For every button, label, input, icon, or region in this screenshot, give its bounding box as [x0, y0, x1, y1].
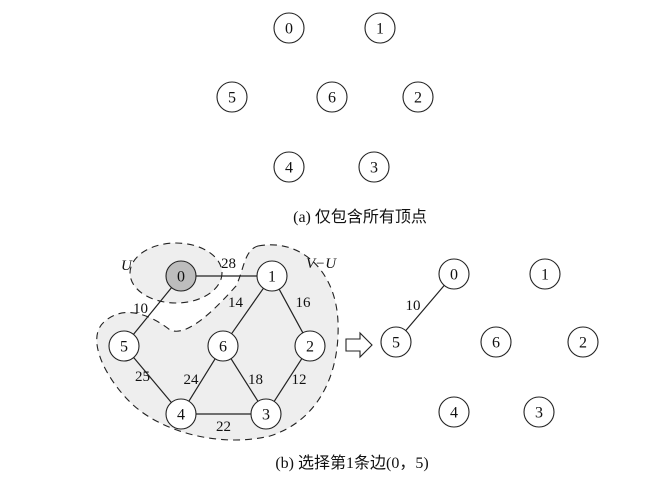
- graph-vertices-only: 0 1 5 6 2 4 3: [216, 12, 434, 183]
- caption-b: (b) 选择第1条边(0，5): [275, 454, 428, 472]
- b-right-vertex-label-4: 4: [450, 405, 458, 422]
- b-left-vertex-circle-1: [256, 260, 288, 292]
- b-left-vertex-circle-5: [108, 330, 140, 362]
- b-right-vertex-label-3: 3: [535, 405, 543, 422]
- b-right-vertex-6: 6: [480, 326, 512, 358]
- b-right-vertex-label-5: 5: [392, 335, 400, 352]
- b-left-edge-weight-1-6: 14: [228, 295, 244, 311]
- b-right-vertex-label-6: 6: [492, 335, 500, 352]
- b-left-edge-weight-0-1: 28: [221, 256, 236, 272]
- b-left-edge-weight-5-4: 25: [135, 369, 150, 385]
- b-left-vertex-2: 2: [294, 330, 326, 362]
- b-left-vertex-label-6: 6: [219, 339, 227, 356]
- b-left-edge-weight-0-5: 10: [133, 301, 148, 317]
- b-left-vertex-label-1: 1: [268, 269, 276, 286]
- a-vertex-circle-1: [364, 12, 396, 44]
- a-vertex-label-1: 1: [376, 21, 384, 38]
- b-left-vertex-circle-0: [165, 260, 197, 292]
- b-right-vertex-label-0: 0: [450, 267, 458, 284]
- b-left-edge-5-4: [133, 357, 172, 403]
- a-vertex-label-0: 0: [285, 21, 293, 38]
- b-left-edge-1-6: [231, 287, 264, 335]
- a-vertex-6: 6: [316, 81, 348, 113]
- b-left-vertex-circle-3: [250, 398, 282, 430]
- b-left-vertex-label-5: 5: [120, 339, 128, 356]
- b-right-vertex-circle-6: [480, 326, 512, 358]
- b-right-vertex-label-2: 2: [579, 335, 587, 352]
- b-right-vertex-4: 4: [438, 396, 470, 428]
- a-vertex-label-3: 3: [370, 160, 378, 177]
- b-left-vertex-0: 0: [165, 260, 197, 292]
- b-right-vertex-3: 3: [523, 396, 555, 428]
- b-right-vertex-circle-2: [567, 326, 599, 358]
- a-vertex-circle-0: [273, 12, 305, 44]
- hollow-right-arrow-icon: [345, 331, 373, 359]
- a-vertex-label-6: 6: [328, 90, 336, 107]
- b-right-vertex-label-1: 1: [541, 267, 549, 284]
- right-graph: 10 0 1 5 6 2 4 3: [380, 258, 599, 428]
- b-left-edge-weight-2-3: 12: [292, 372, 307, 388]
- b-left-edge-1-2: [278, 288, 304, 334]
- a-vertex-4: 4: [273, 151, 305, 183]
- b-left-edge-weight-4-3: 22: [216, 419, 231, 435]
- b-left-vertex-circle-2: [294, 330, 326, 362]
- b-left-vertex-6: 6: [207, 330, 239, 362]
- b-right-vertex-circle-0: [438, 258, 470, 290]
- b-left-vertex-circle-6: [207, 330, 239, 362]
- a-vertex-circle-5: [216, 81, 248, 113]
- a-vertex-circle-3: [358, 151, 390, 183]
- a-vertex-0: 0: [273, 12, 305, 44]
- set-u-label: U: [121, 258, 133, 274]
- b-right-edge-0-5: [405, 285, 445, 331]
- b-left-vertex-3: 3: [250, 398, 282, 430]
- a-vertex-label-4: 4: [285, 160, 293, 177]
- b-left-edge-weight-6-3: 18: [248, 372, 263, 388]
- b-left-vertex-label-0: 0: [177, 269, 185, 286]
- a-vertex-circle-6: [316, 81, 348, 113]
- caption-a: (a) 仅包含所有顶点: [293, 208, 427, 226]
- a-vertex-2: 2: [402, 81, 434, 113]
- b-left-edge-2-3: [273, 358, 303, 402]
- a-vertex-label-2: 2: [414, 90, 422, 107]
- b-right-vertex-circle-3: [523, 396, 555, 428]
- b-left-vertex-4: 4: [165, 398, 197, 430]
- b-left-edge-weight-1-2: 16: [296, 295, 312, 311]
- b-right-vertex-1: 1: [529, 258, 561, 290]
- a-vertex-label-5: 5: [228, 90, 236, 107]
- b-left-vertex-label-4: 4: [177, 407, 185, 424]
- b-right-vertex-circle-1: [529, 258, 561, 290]
- b-right-vertex-circle-5: [380, 326, 412, 358]
- b-left-edge-6-4: [188, 358, 216, 402]
- b-right-vertex-5: 5: [380, 326, 412, 358]
- b-left-vertex-circle-4: [165, 398, 197, 430]
- b-left-edge-weight-6-4: 24: [184, 372, 200, 388]
- b-right-vertex-circle-4: [438, 396, 470, 428]
- b-right-vertex-0: 0: [438, 258, 470, 290]
- a-vertex-5: 5: [216, 81, 248, 113]
- b-left-vertex-1: 1: [256, 260, 288, 292]
- a-vertex-circle-2: [402, 81, 434, 113]
- a-vertex-circle-4: [273, 151, 305, 183]
- b-right-vertex-2: 2: [567, 326, 599, 358]
- set-v-minus-u-label: V−U: [306, 256, 337, 272]
- b-right-edge-weight-0-5: 10: [406, 298, 421, 314]
- b-left-edge-0-5: [133, 287, 172, 335]
- a-vertex-1: 1: [364, 12, 396, 44]
- b-left-vertex-label-2: 2: [306, 339, 314, 356]
- b-left-vertex-5: 5: [108, 330, 140, 362]
- b-left-edge-6-3: [230, 358, 259, 402]
- b-left-vertex-label-3: 3: [262, 407, 270, 424]
- a-vertex-3: 3: [358, 151, 390, 183]
